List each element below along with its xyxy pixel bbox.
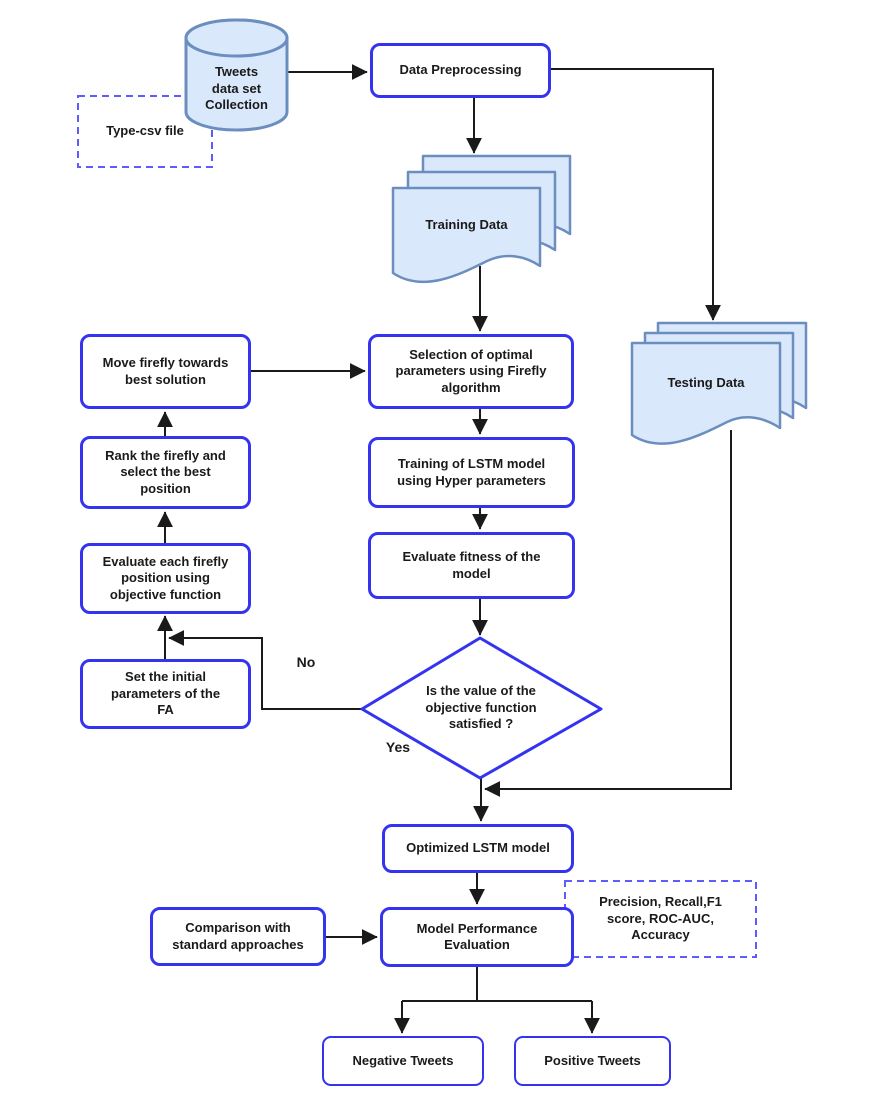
document-sheet — [630, 341, 782, 445]
branch-stem-line — [402, 967, 592, 1002]
node-set-initial-params: Set the initial parameters of the FA — [80, 659, 251, 729]
node-positive-tweets: Positive Tweets — [514, 1036, 671, 1086]
node-optimized-lstm: Optimized LSTM model — [382, 824, 574, 873]
arrow-decision-no-feedback — [168, 630, 362, 710]
training-data-documents — [391, 154, 572, 284]
node-move-firefly: Move firefly towards best solution — [80, 334, 251, 409]
node-selection-optimal: Selection of optimal parameters using Fi… — [368, 334, 574, 409]
document-sheet — [391, 186, 542, 284]
node-model-performance: Model Performance Evaluation — [380, 907, 574, 967]
testing-data-documents — [630, 321, 808, 445]
tweets-database-cylinder — [184, 18, 289, 132]
arrow-preprocessing-to-testing — [551, 68, 721, 321]
node-evaluate-fitness: Evaluate fitness of the model — [368, 532, 575, 599]
node-comparison: Comparison with standard approaches — [150, 907, 326, 966]
node-evaluate-each-firefly: Evaluate each firefly position using obj… — [80, 543, 251, 614]
cylinder-top-rim — [184, 18, 289, 58]
node-negative-tweets: Negative Tweets — [322, 1036, 484, 1086]
decision-diamond — [360, 636, 603, 780]
metrics-note-box — [564, 880, 757, 958]
node-training-lstm: Training of LSTM model using Hyper param… — [368, 437, 575, 508]
arrow-testing-to-junction — [484, 430, 732, 797]
node-rank-firefly: Rank the firefly and select the best pos… — [80, 436, 251, 509]
node-data-preprocessing: Data Preprocessing — [370, 43, 551, 98]
